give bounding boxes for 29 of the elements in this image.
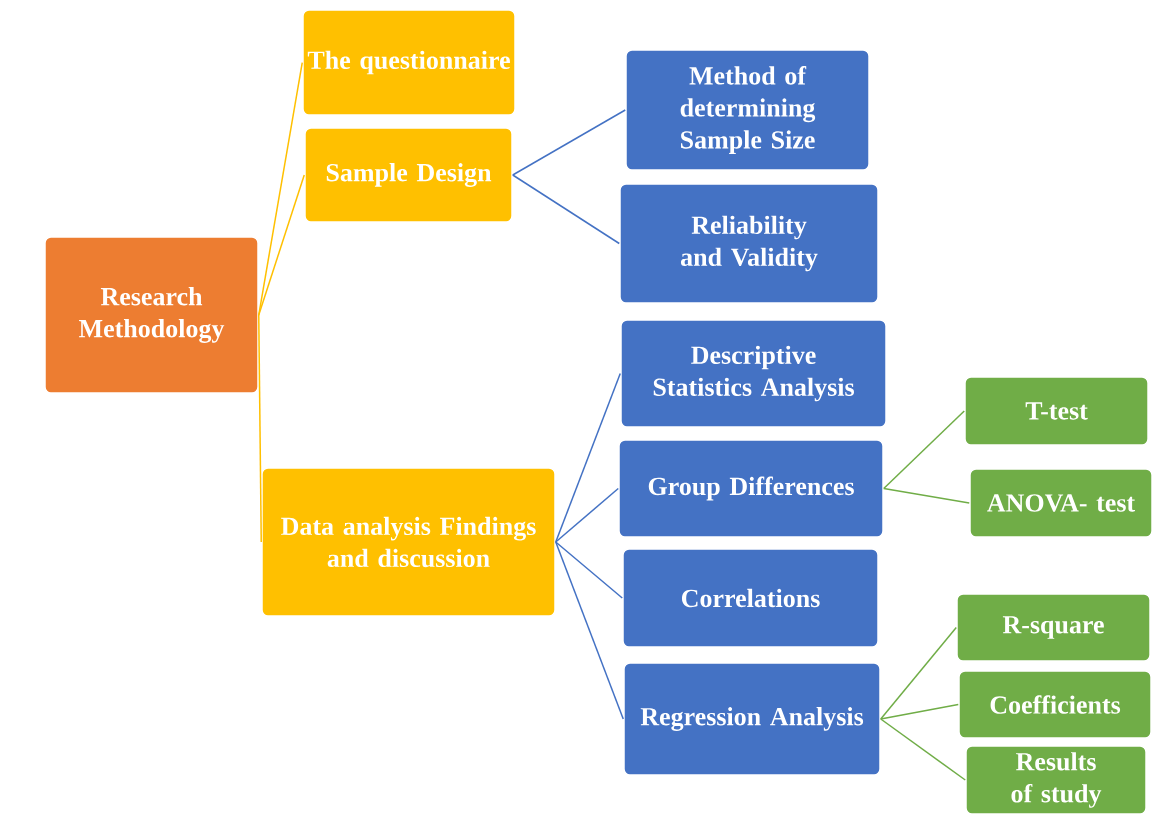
topic-box: Coefficients: [958, 670, 1152, 739]
connector-line: [880, 626, 957, 720]
connector-line: [555, 541, 623, 599]
topic-box: Sample Design: [304, 127, 513, 223]
topic-box: Method of determining Sample Size: [625, 49, 870, 171]
connector-line: [258, 314, 262, 543]
topic-box: ANOVA- test: [969, 468, 1153, 538]
topic-box: Reliability and Validity: [619, 183, 879, 304]
connector-line: [258, 61, 303, 316]
connector-line: [512, 109, 626, 176]
topic-box: Descriptive Statistics Analysis: [620, 319, 887, 428]
connector-line: [258, 174, 305, 316]
topic-box: Results of study: [965, 745, 1147, 814]
topic-box: Regression Analysis: [623, 662, 881, 776]
topic-box: The questionnaire: [302, 9, 516, 116]
connector-line: [555, 372, 621, 543]
connector-line: [555, 541, 624, 720]
topic-box: Research Methodology: [44, 236, 259, 394]
topic-box: R-square: [956, 593, 1151, 662]
topic-box: Data analysis Findings and discussion: [261, 467, 556, 617]
connector-line: [883, 487, 970, 504]
connector-line: [880, 703, 959, 720]
connector-line: [880, 718, 966, 781]
topic-box: Correlations: [622, 548, 879, 648]
connector-line: [512, 174, 620, 245]
connector-line: [555, 487, 619, 543]
connector-line: [883, 410, 965, 490]
topic-box: Group Differences: [618, 439, 884, 538]
topic-box: T-test: [964, 376, 1149, 446]
